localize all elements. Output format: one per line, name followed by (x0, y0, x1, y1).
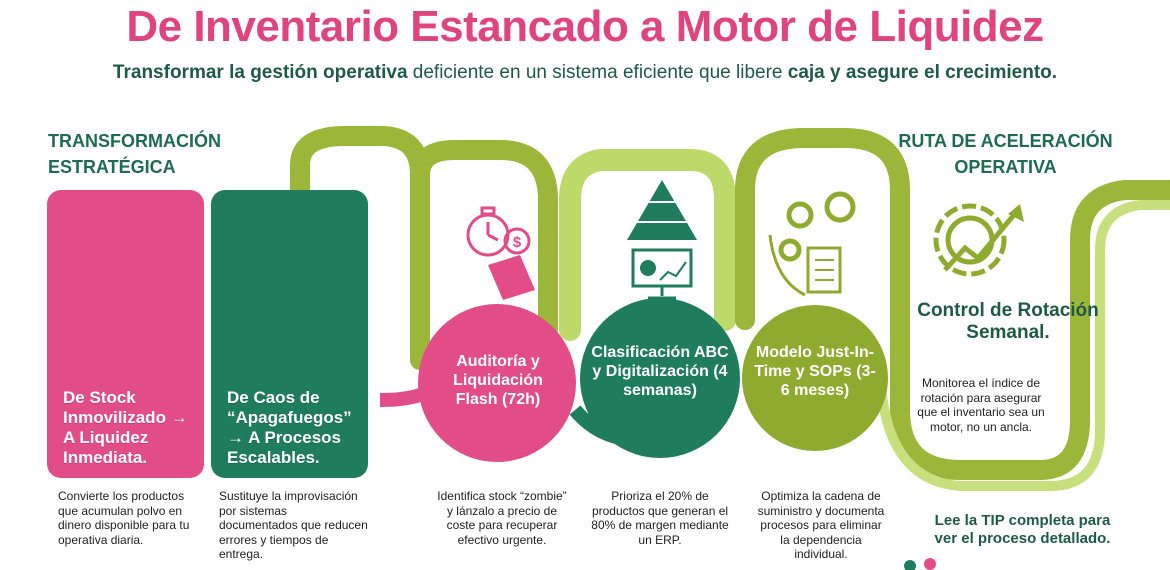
flow-pipe (290, 126, 558, 370)
control-description: Monitorea el índice de rotación para ase… (917, 376, 1045, 434)
subtitle-mid: deficiente en un sistema eficiente que l… (407, 62, 788, 83)
subtitle-bold-1: Transformar la gestión operativa (112, 62, 408, 83)
stock-card-description: Convierte los productos que acumulan pol… (58, 489, 190, 547)
pin-dot-icon (924, 558, 936, 570)
step-1-label: Auditoría y Liquidación Flash (72h) (453, 353, 543, 408)
step-circle-3 (742, 305, 888, 451)
right-section-heading: RUTA DE ACELERACIÓN OPERATIVA (898, 131, 1113, 177)
left-section-heading: TRANSFORMACIÓN ESTRATÉGICA (48, 131, 221, 177)
page-subtitle: Transformar la gestión operativa deficie… (0, 62, 1170, 84)
gears-checklist-icon (768, 191, 856, 297)
flow-pipe-lime-outer (875, 200, 1170, 491)
page-title: De Inventario Estancado a Motor de Liqui… (126, 2, 1044, 51)
chaos-card-label: De Caos de “Apagafuegos” → A Procesos Es… (227, 388, 352, 467)
tip-link-text[interactable]: Lee la TIP completa para ver el proceso … (934, 512, 1111, 547)
step-1-description: Identifica stock “zombie” y lánzalo a pr… (437, 489, 567, 547)
step-2-label: Clasificación ABC y Digitalización (4 se… (591, 344, 729, 399)
abc-pyramid-monitor-icon (627, 180, 697, 300)
stopwatch-sale-tag-icon: $ (466, 206, 535, 300)
step-2-description: Prioriza el 20% de productos que generan… (591, 489, 729, 547)
chaos-card-description: Sustituye la improvisación por sistemas … (219, 489, 368, 561)
rotation-growth-icon (933, 203, 1024, 277)
flow-pipe-olive-2 (735, 128, 1170, 480)
subtitle-bold-2: caja y asegure el crecimiento. (787, 62, 1058, 83)
flow-pipe-lime (559, 149, 736, 341)
step-circle-2 (580, 298, 740, 458)
control-title: Control de Rotación Semanal. (917, 300, 1099, 343)
stock-card-label: De Stock Inmovilizado → A Liquidez Inmed… (63, 388, 188, 467)
step-circle-1 (418, 304, 576, 462)
svg-text:$: $ (513, 234, 522, 251)
share-dot-icon (904, 560, 916, 570)
step-3-description: Optimiza la cadena de suministro y docum… (757, 489, 885, 561)
stock-card (47, 190, 204, 478)
step-3-label: Modelo Just-In-Time y SOPs (3-6 meses) (754, 344, 876, 399)
chaos-card (211, 190, 368, 478)
